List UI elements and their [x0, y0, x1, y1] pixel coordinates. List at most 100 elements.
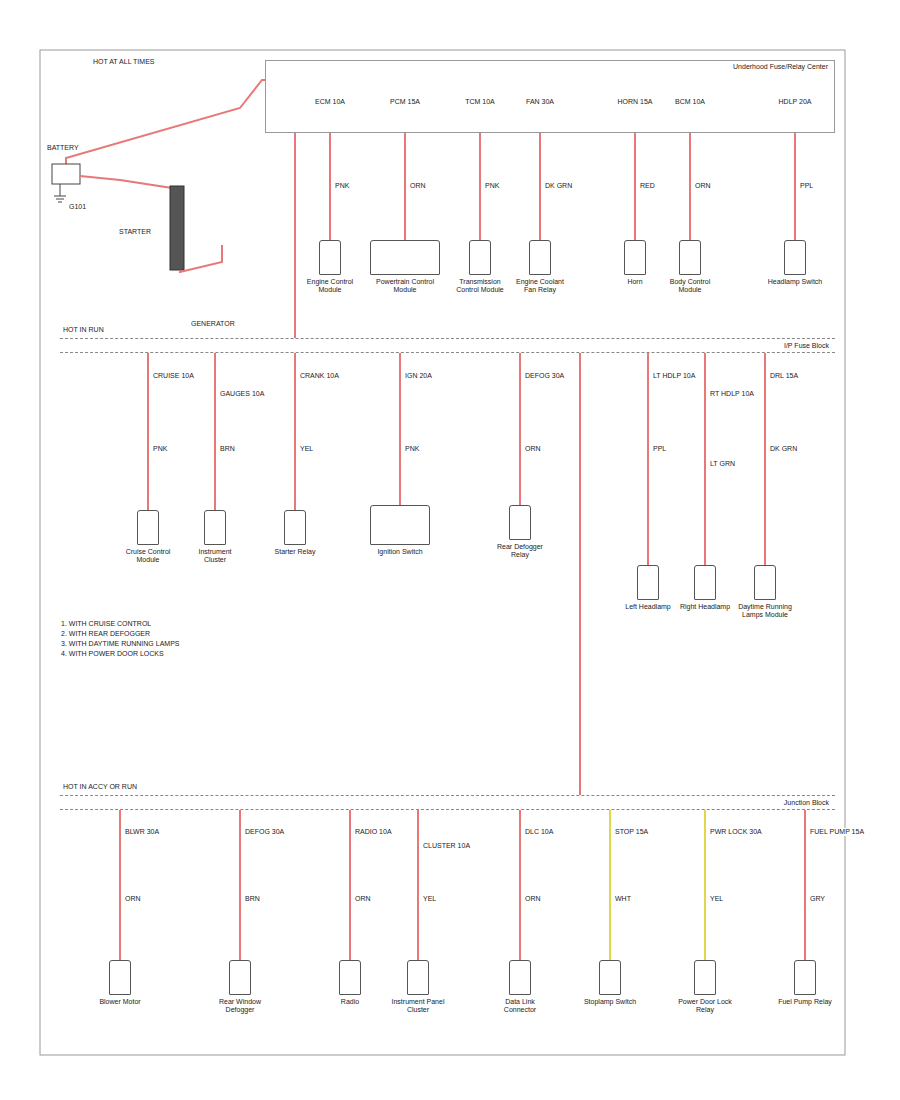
- component-connector: Ignition Switch: [365, 505, 435, 556]
- wire-label: BCM 10A: [674, 98, 706, 106]
- wire-label: GENERATOR: [190, 320, 236, 328]
- wire-label: BRN: [219, 445, 236, 453]
- wire-label: DEFOG 30A: [524, 372, 565, 380]
- wire-label: HOT IN RUN: [62, 326, 105, 334]
- wire: [764, 353, 766, 565]
- component-connector: Right Headlamp: [678, 565, 733, 611]
- component-name: Daytime Running Lamps Module: [738, 603, 793, 619]
- wire: [329, 133, 331, 240]
- wire-label: BLWR 30A: [124, 828, 160, 836]
- wire: [519, 353, 521, 505]
- wire-label: YEL: [422, 895, 437, 903]
- component-name: Cruise Control Module: [121, 548, 176, 564]
- connector-outline: [204, 510, 226, 545]
- band-title: Junction Block: [782, 799, 831, 807]
- wire-label: BATTERY: [46, 144, 80, 152]
- wire: [804, 810, 806, 960]
- connector-outline: [407, 960, 429, 995]
- connector-outline: [679, 240, 701, 275]
- ground-symbol: [58, 202, 62, 203]
- component-name: Powertrain Control Module: [369, 278, 441, 294]
- component-connector: Engine Coolant Fan Relay: [513, 240, 568, 294]
- wire: [794, 133, 796, 240]
- wire: [479, 133, 481, 240]
- component-name: Starter Relay: [268, 548, 323, 556]
- connector-outline: [794, 960, 816, 995]
- connector-outline: [109, 960, 131, 995]
- wire-label: PNK: [484, 182, 500, 190]
- ground-symbol: [54, 196, 66, 197]
- wire-label: HOT AT ALL TIMES: [92, 58, 155, 66]
- wire-label: PCM 15A: [389, 98, 421, 106]
- connector-outline: [694, 960, 716, 995]
- wire: [634, 133, 636, 240]
- fuse-block-band: Junction Block: [60, 795, 835, 810]
- wire-label: STARTER: [118, 228, 152, 236]
- connector-outline: [509, 505, 531, 540]
- wire-label: BRN: [244, 895, 261, 903]
- wire-label: PNK: [404, 445, 420, 453]
- wire: [294, 353, 296, 510]
- component-name: Fuel Pump Relay: [778, 998, 833, 1006]
- wire-label: 2. WITH REAR DEFOGGER: [60, 630, 151, 638]
- wire-label: FUEL PUMP 15A: [809, 828, 865, 836]
- component-name: Right Headlamp: [678, 603, 733, 611]
- wire: [609, 810, 611, 960]
- wire-label: ORN: [694, 182, 712, 190]
- wire-label: DK GRN: [769, 445, 798, 453]
- wire-label: PPL: [652, 445, 667, 453]
- wire-label: ECM 10A: [314, 98, 346, 106]
- fuse-block-band: I/P Fuse Block: [60, 338, 835, 353]
- connector-outline: [754, 565, 776, 600]
- wire-label: PPL: [799, 182, 814, 190]
- wire-label: LT HDLP 10A: [652, 372, 696, 380]
- connector-outline: [599, 960, 621, 995]
- wire: [689, 133, 691, 240]
- connector-outline: [529, 240, 551, 275]
- wire-label: DEFOG 30A: [244, 828, 285, 836]
- wire: [399, 353, 401, 505]
- wire-label: STOP 15A: [614, 828, 649, 836]
- wire: [579, 353, 581, 795]
- wire: [349, 810, 351, 960]
- component-name: Blower Motor: [93, 998, 148, 1006]
- wire: [647, 353, 649, 565]
- frame: [40, 50, 845, 1055]
- starter-cable: [80, 176, 172, 188]
- component-connector: Powertrain Control Module: [369, 240, 441, 294]
- band-title: I/P Fuse Block: [782, 342, 831, 350]
- component-connector: Cruise Control Module: [121, 510, 176, 564]
- component-connector: Radio: [323, 960, 378, 1006]
- component-name: Stoplamp Switch: [583, 998, 638, 1006]
- ground-wire: [60, 184, 61, 196]
- wire-label: PNK: [152, 445, 168, 453]
- wire-label: DLC 10A: [524, 828, 554, 836]
- component-name: Transmission Control Module: [453, 278, 508, 294]
- starter-solenoid: [170, 186, 184, 270]
- wire-label: CLUSTER 10A: [422, 842, 471, 850]
- component-connector: Starter Relay: [268, 510, 323, 556]
- component-connector: Data Link Connector: [490, 960, 550, 1014]
- component-name: Ignition Switch: [365, 548, 435, 556]
- wire: [147, 353, 149, 510]
- component-name: Horn: [609, 278, 661, 286]
- component-connector: Instrument Panel Cluster: [387, 960, 449, 1014]
- connector-outline: [339, 960, 361, 995]
- component-connector: Instrument Cluster: [188, 510, 243, 564]
- wire-label: HOT IN ACCY OR RUN: [62, 783, 138, 791]
- component-connector: Engine Control Module: [303, 240, 358, 294]
- connector-outline: [784, 240, 806, 275]
- connector-outline: [694, 565, 716, 600]
- component-connector: Left Headlamp: [621, 565, 676, 611]
- component-name: Power Door Lock Relay: [675, 998, 735, 1014]
- wire: [704, 353, 706, 565]
- component-name: Instrument Cluster: [188, 548, 243, 564]
- wire-label: CRANK 10A: [299, 372, 340, 380]
- wire: [417, 810, 419, 960]
- wire: [704, 810, 706, 960]
- wire-label: DK GRN: [544, 182, 573, 190]
- wire-label: CRUISE 10A: [152, 372, 195, 380]
- wire-label: RT HDLP 10A: [709, 390, 755, 398]
- connector-outline: [137, 510, 159, 545]
- connector-outline: [624, 240, 646, 275]
